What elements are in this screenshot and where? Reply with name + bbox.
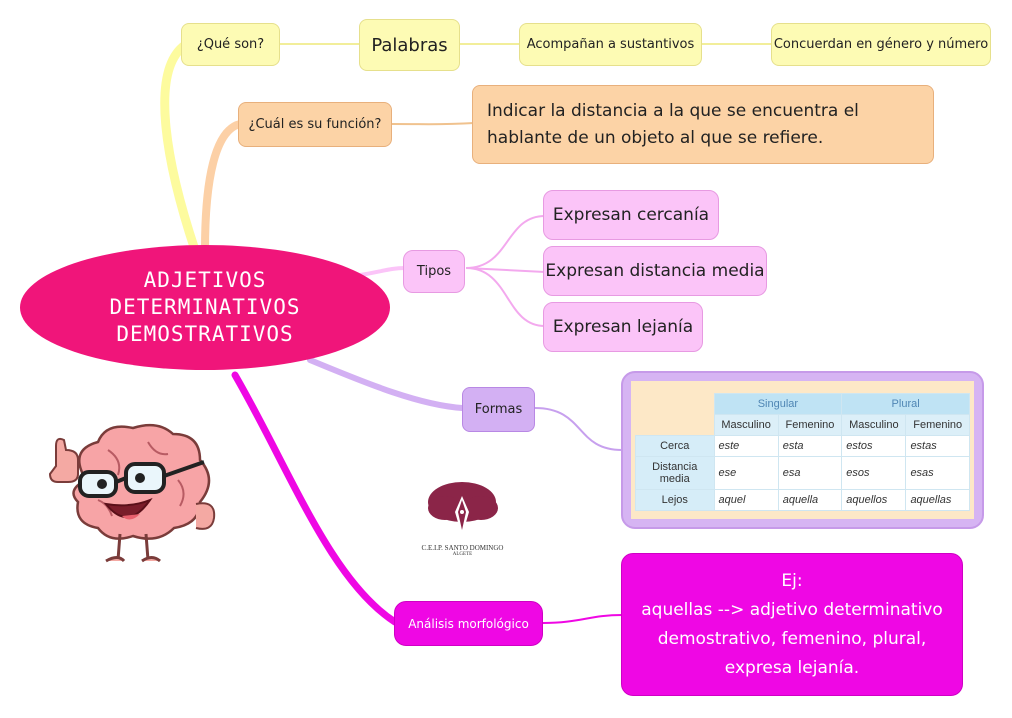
table-cell: aquella xyxy=(777,489,843,511)
que-son-node: ¿Qué son? xyxy=(181,23,280,66)
table-gender-header: Masculino xyxy=(841,414,907,436)
tipo-cercania: Expresan cercanía xyxy=(543,190,719,240)
analisis-example: Ej: aquellas --> adjetivo determinativo … xyxy=(621,553,963,696)
tipos-node: Tipos xyxy=(403,250,465,293)
table-cell: esta xyxy=(777,435,843,457)
formas-table-card: Singular Plural Masculino Femenino Mascu… xyxy=(621,371,984,529)
brain-thumbs-up-icon xyxy=(48,423,216,563)
acompanan-node: Acompañan a sustantivos xyxy=(519,23,702,66)
palabras-node: Palabras xyxy=(359,19,460,71)
analisis-node: Análisis morfológico xyxy=(394,601,543,646)
table-group-singular: Singular xyxy=(713,393,843,415)
tipo-distancia-media: Expresan distancia media xyxy=(543,246,767,296)
table-cell: esos xyxy=(841,456,907,490)
table-corner xyxy=(635,414,714,436)
table-gender-header: Masculino xyxy=(713,414,779,436)
formas-table-panel: Singular Plural Masculino Femenino Mascu… xyxy=(631,381,974,519)
table-group-plural: Plural xyxy=(841,393,970,415)
table-cell: aquel xyxy=(713,489,779,511)
root-topic: ADJETIVOS DETERMINATIVOS DEMOSTRATIVOS xyxy=(20,245,390,370)
analisis-example-title: Ej: xyxy=(781,570,803,591)
table-cell: estos xyxy=(841,435,907,457)
funcion-node: ¿Cuál es su función? xyxy=(238,102,392,147)
table-row-label: Distancia media xyxy=(635,456,715,490)
table-gender-header: Femenino xyxy=(905,414,970,436)
table-cell: aquellas xyxy=(905,489,970,511)
table-cell: esa xyxy=(777,456,843,490)
table-row-label: Lejos xyxy=(635,489,715,511)
table-corner xyxy=(635,393,714,415)
school-logo-place: ALGETE xyxy=(452,552,473,557)
table-cell: este xyxy=(713,435,779,457)
table-cell: aquellos xyxy=(841,489,907,511)
table-gender-header: Femenino xyxy=(777,414,843,436)
root-line-3: DEMOSTRATIVOS xyxy=(116,322,294,346)
formas-node: Formas xyxy=(462,387,535,432)
table-cell: esas xyxy=(905,456,970,490)
root-line-2: DETERMINATIVOS xyxy=(109,295,301,319)
table-row-label: Cerca xyxy=(635,435,715,457)
analisis-example-text: aquellas --> adjetivo determinativo demo… xyxy=(641,599,943,678)
funcion-description: Indicar la distancia a la que se encuent… xyxy=(472,85,934,164)
formas-table: Singular Plural Masculino Femenino Mascu… xyxy=(635,393,970,511)
school-logo-name: C.E.I.P. SANTO DOMINGO xyxy=(421,544,504,552)
root-line-1: ADJETIVOS xyxy=(143,268,267,292)
school-logo: C.E.I.P. SANTO DOMINGO ALGETE xyxy=(415,478,510,563)
table-cell: estas xyxy=(905,435,970,457)
concuerdan-node: Concuerdan en género y número xyxy=(771,23,991,66)
table-cell: ese xyxy=(713,456,779,490)
tree-pen-logo-icon xyxy=(428,482,498,536)
tipo-lejania: Expresan lejanía xyxy=(543,302,703,352)
